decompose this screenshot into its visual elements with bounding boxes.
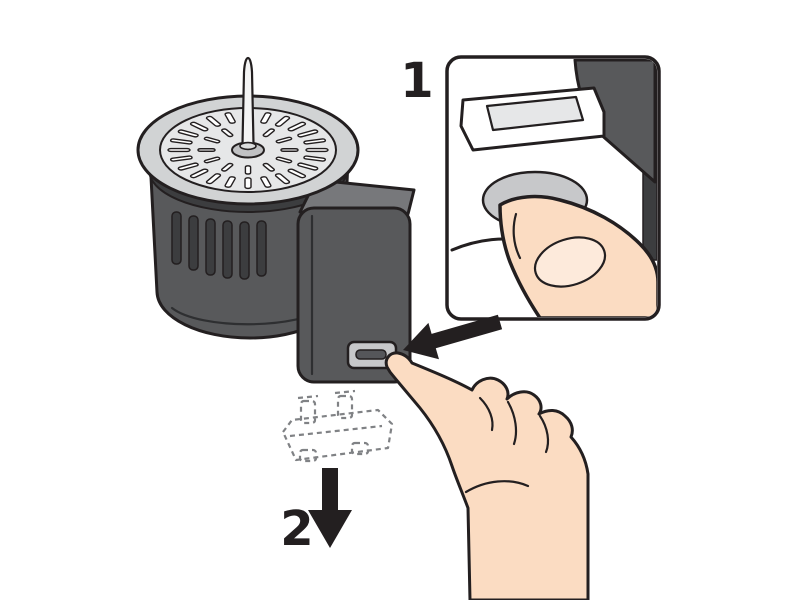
step-2-down-arrow	[308, 468, 352, 548]
inset-finger-crease	[512, 212, 522, 260]
palm-crease	[464, 480, 530, 494]
center-pin	[239, 56, 257, 151]
detail-inset	[445, 55, 661, 321]
knuckle-crease-2	[506, 400, 518, 446]
vent-slots	[171, 211, 267, 280]
removed-part-dashed-outline	[281, 389, 394, 463]
hand-outline	[384, 351, 590, 600]
callout-arrow	[403, 314, 503, 360]
step-2-label: 2	[280, 501, 313, 557]
inset-fingernail	[533, 236, 607, 288]
brew-unit	[136, 56, 416, 384]
pointing-hand	[384, 351, 590, 600]
knuckle-crease-3	[538, 414, 550, 454]
filter-box	[296, 178, 416, 384]
inset-fingertip	[498, 194, 657, 317]
inset-content	[450, 59, 657, 317]
filter-box-front-face	[296, 206, 412, 384]
top-disc	[136, 56, 360, 206]
step-1-label: 1	[400, 53, 433, 109]
inset-latch-slot	[459, 86, 606, 152]
knuckle-crease-1	[478, 396, 494, 432]
